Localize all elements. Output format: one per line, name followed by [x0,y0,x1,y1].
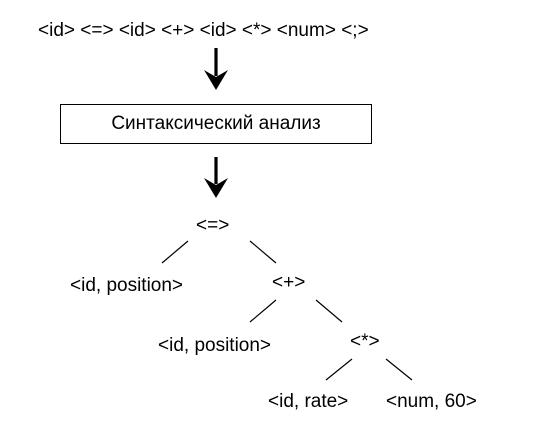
down-arrow-icon [204,157,228,198]
tree-edge [315,299,343,323]
syntax-analysis-box: Синтаксический анализ [60,104,372,144]
tree-node-id-position: <id, position> [70,275,184,296]
tree-edge [385,358,413,381]
tree-node-id-position-2: <id, position> [158,335,272,356]
tree-node-id-rate: <id, rate> [268,391,349,412]
phase-label: Синтаксический анализ [111,113,321,134]
down-arrow-icon [204,48,228,90]
tree-edge [249,299,277,323]
tree-edge [325,358,353,381]
tree-edge [249,240,277,264]
tree-edge [161,240,189,264]
tree-node-plus: <+> [272,272,306,293]
tree-node-assign: <=> [196,215,230,236]
tree-node-multiply: <*> [350,331,380,352]
token-stream: <id> <=> <id> <+> <id> <*> <num> <;> [38,20,369,41]
tree-node-num-60: <num, 60> [386,391,477,412]
